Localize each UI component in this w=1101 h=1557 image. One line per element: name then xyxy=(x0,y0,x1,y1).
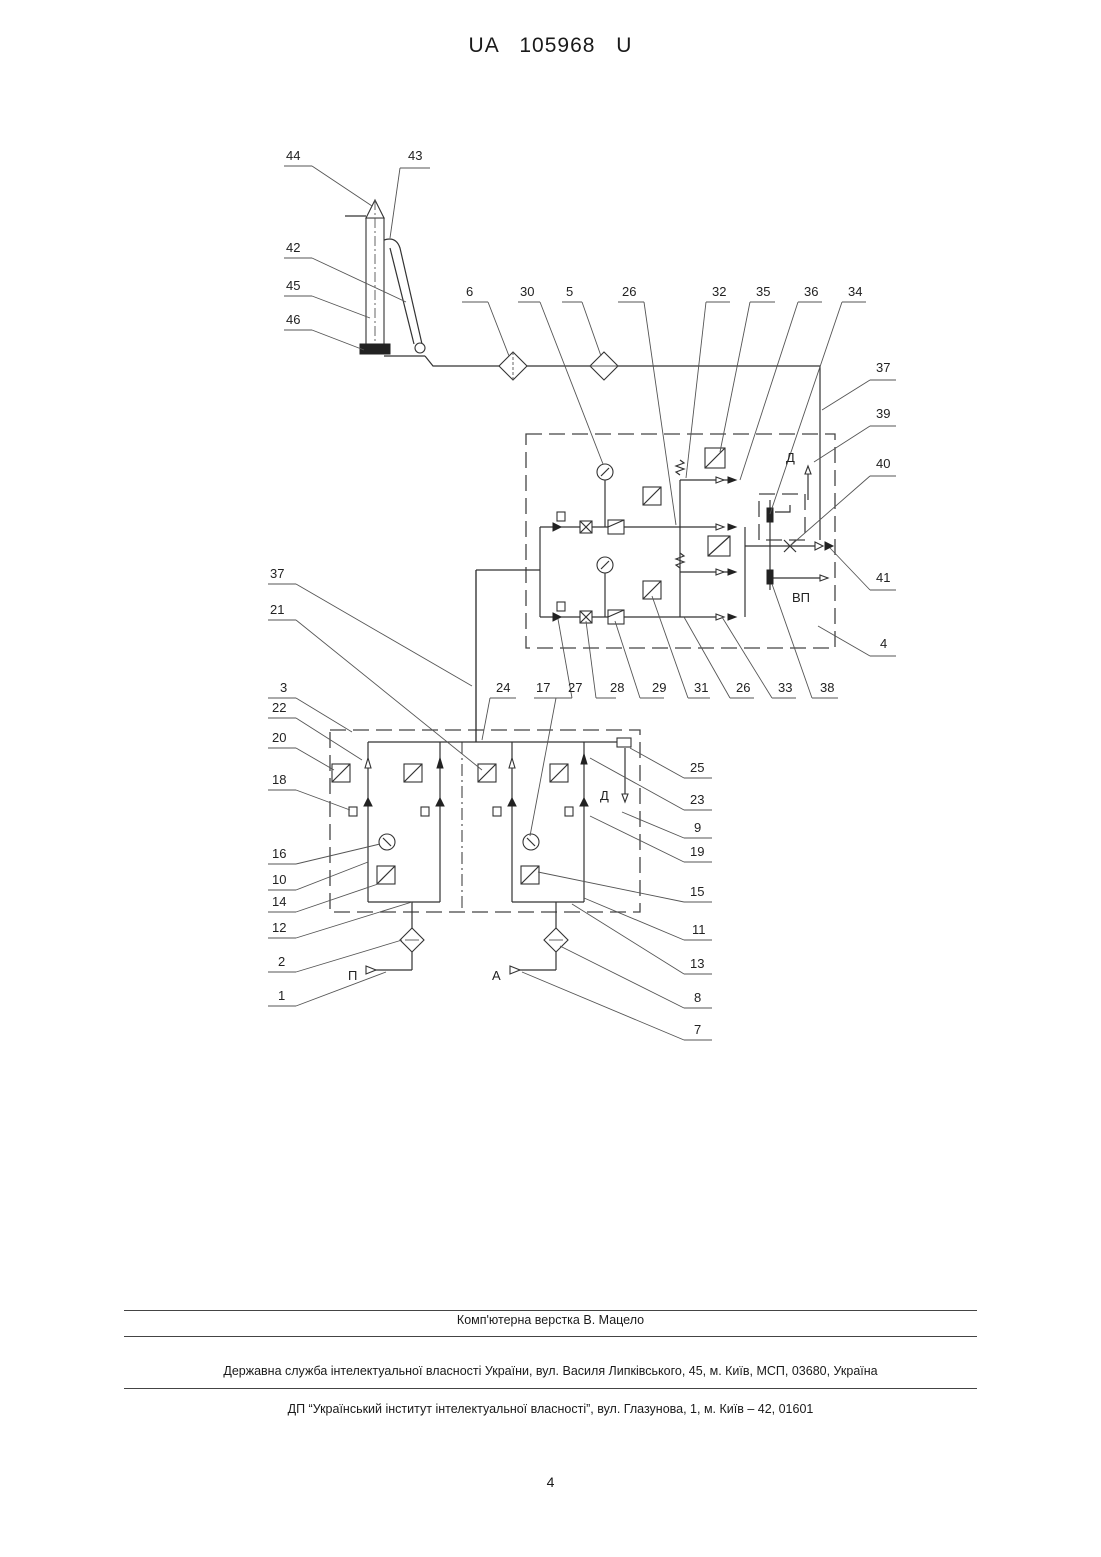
label-5: 5 xyxy=(566,284,573,299)
label-39: 39 xyxy=(876,406,890,421)
label-15: 15 xyxy=(690,884,704,899)
label-10: 10 xyxy=(272,872,286,887)
filter-5 xyxy=(590,352,618,380)
label-13: 13 xyxy=(690,956,704,971)
label-33: 33 xyxy=(778,680,792,695)
letter-vp: ВП xyxy=(792,590,810,605)
letter-p: П xyxy=(348,968,357,983)
block-4-components xyxy=(553,448,833,624)
block-4-lines xyxy=(476,466,828,742)
label-31: 31 xyxy=(694,680,708,695)
label-12: 12 xyxy=(272,920,286,935)
block-3-components xyxy=(332,738,631,884)
label-19: 19 xyxy=(690,844,704,859)
label-11: 11 xyxy=(692,922,706,937)
label-36: 36 xyxy=(804,284,818,299)
label-45: 45 xyxy=(286,278,300,293)
filter-8 xyxy=(510,928,568,974)
label-17: 17 xyxy=(536,680,550,695)
label-37-left: 37 xyxy=(270,566,284,581)
label-8: 8 xyxy=(694,990,701,1005)
label-18: 18 xyxy=(272,772,286,787)
label-30: 30 xyxy=(520,284,534,299)
filter-2 xyxy=(366,928,424,974)
block-3-lines xyxy=(368,570,628,928)
footer-rule-middle xyxy=(124,1336,977,1337)
label-25: 25 xyxy=(690,760,704,775)
label-29: 29 xyxy=(652,680,666,695)
filter-6 xyxy=(499,352,527,380)
page-number: 4 xyxy=(0,1474,1101,1490)
label-2: 2 xyxy=(278,954,285,969)
reference-numerals: 44 43 42 45 46 6 30 5 26 32 35 36 34 37 … xyxy=(270,148,890,1037)
footer-rule-bottom xyxy=(124,1388,977,1389)
service-address: Державна служба інтелектуальної власност… xyxy=(0,1364,1101,1378)
label-38: 38 xyxy=(820,680,834,695)
layout-credit: Комп'ютерна верстка В. Мацело xyxy=(0,1313,1101,1327)
gas-column xyxy=(345,200,820,540)
letter-a: А xyxy=(492,968,501,983)
label-23: 23 xyxy=(690,792,704,807)
label-32: 32 xyxy=(712,284,726,299)
label-16: 16 xyxy=(272,846,286,861)
label-4: 4 xyxy=(880,636,887,651)
label-37-top: 37 xyxy=(876,360,890,375)
label-43: 43 xyxy=(408,148,422,163)
label-27: 27 xyxy=(568,680,582,695)
label-44: 44 xyxy=(286,148,300,163)
label-42: 42 xyxy=(286,240,300,255)
valve-block-39 xyxy=(759,494,805,540)
label-40: 40 xyxy=(876,456,890,471)
label-26-top: 26 xyxy=(622,284,636,299)
label-21: 21 xyxy=(270,602,284,617)
label-28: 28 xyxy=(610,680,624,695)
label-9: 9 xyxy=(694,820,701,835)
institute-address: ДП “Український інститут інтелектуальної… xyxy=(0,1402,1101,1416)
label-34: 34 xyxy=(848,284,862,299)
label-22: 22 xyxy=(272,700,286,715)
label-6: 6 xyxy=(466,284,473,299)
label-14: 14 xyxy=(272,894,286,909)
label-41: 41 xyxy=(876,570,890,585)
label-46: 46 xyxy=(286,312,300,327)
label-35: 35 xyxy=(756,284,770,299)
label-1: 1 xyxy=(278,988,285,1003)
letter-d-lower: Д xyxy=(600,788,609,803)
label-3: 3 xyxy=(280,680,287,695)
letter-d-upper: Д xyxy=(786,450,795,465)
label-24: 24 xyxy=(496,680,510,695)
footer-rule-top xyxy=(124,1310,977,1311)
label-20: 20 xyxy=(272,730,286,745)
label-26-bottom: 26 xyxy=(736,680,750,695)
label-7: 7 xyxy=(694,1022,701,1037)
